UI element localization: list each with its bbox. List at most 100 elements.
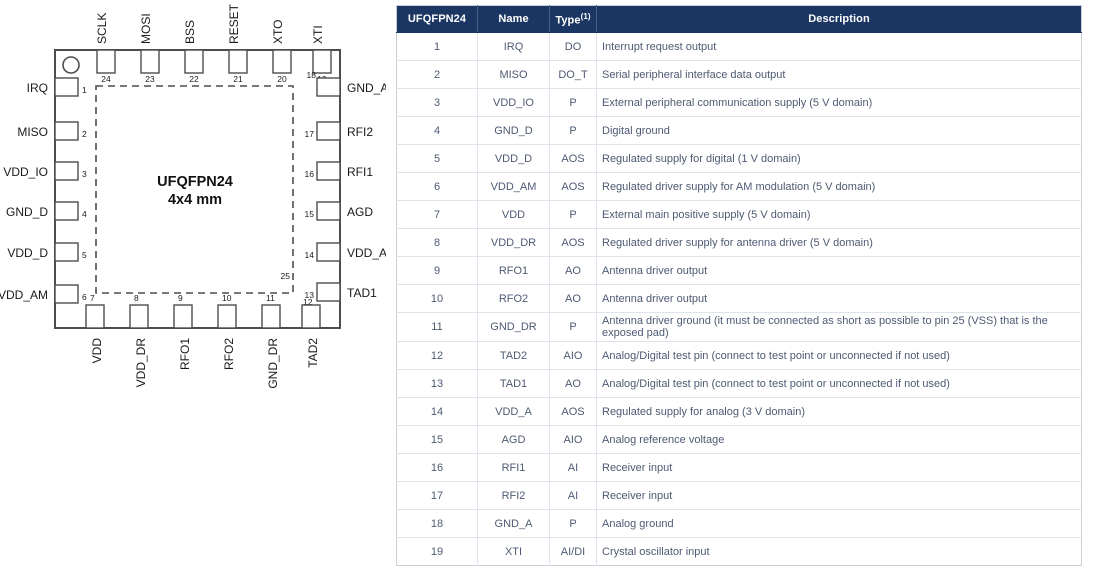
pin-number-17: 17	[305, 129, 315, 139]
pin-label-rfi1: RFI1	[347, 165, 373, 179]
cell-pin: 6	[396, 172, 478, 201]
cell-description: External peripheral communication supply…	[596, 88, 1082, 117]
cell-description: Crystal oscillator input	[602, 545, 710, 558]
cell-type: AOS	[549, 172, 597, 201]
cell-type: P	[549, 200, 597, 229]
right-pin-group: 13 TAD1 14 VDD_A 15 AGD 16 RFI1 17 RFI2 …	[305, 70, 386, 302]
column-header-type: Type(1)	[549, 5, 597, 33]
column-header-pin: UFQFPN24	[396, 5, 478, 33]
pin-label-tad2: TAD2	[306, 338, 320, 368]
column-header-description: Description	[596, 5, 1082, 33]
cell-type: P	[549, 88, 597, 117]
cell-description: Antenna driver output	[596, 256, 1082, 285]
pin-number-7: 7	[90, 293, 95, 303]
pin-label-miso: MISO	[17, 125, 48, 139]
cell-type: DO	[549, 32, 597, 61]
cell-pin: 7	[396, 200, 478, 229]
pin-pad-14	[316, 242, 341, 262]
cell-description: Analog ground	[596, 509, 1082, 538]
cell-type: AOS	[549, 228, 597, 257]
cell-pin: 4	[396, 116, 478, 145]
cell-pin: 2	[396, 60, 478, 89]
cell-description: Regulated driver supply for antenna driv…	[596, 228, 1082, 257]
pin-number-20: 20	[277, 74, 287, 84]
cell-description: Analog reference voltage	[596, 425, 1082, 454]
pin-number-2: 2	[82, 129, 87, 139]
table-header: UFQFPN24 Name Type(1) Description	[396, 5, 1082, 33]
pin-pad-22	[184, 49, 204, 74]
cell-description: Serial peripheral interface data output	[596, 60, 1082, 89]
cell-name: TAD1	[477, 369, 550, 398]
pin-pad-3	[54, 161, 79, 181]
cell-pin: 18	[396, 509, 478, 538]
cell-description: External main positive supply (5 V domai…	[596, 200, 1082, 229]
pin-label-xti: XTI	[311, 25, 325, 44]
cell-type: AO	[549, 369, 597, 398]
cell-pin: 17	[396, 481, 478, 510]
cell-pin: 1	[396, 32, 478, 61]
column-header-name: Name	[477, 5, 550, 33]
cell-pin: 11	[396, 312, 478, 342]
cell-name: VDD_IO	[477, 88, 550, 117]
pin-number-21: 21	[233, 74, 243, 84]
cell-type: AIO	[549, 341, 597, 370]
pin-number-13: 13	[305, 290, 315, 300]
pin-pad-9	[173, 304, 193, 329]
pin-pad-2	[54, 121, 79, 141]
pin-number-14: 14	[305, 250, 315, 260]
cell-name: VDD	[477, 200, 550, 229]
pin-pad-4	[54, 201, 79, 221]
column-header-type-text: Type	[555, 14, 581, 27]
pin-label-reset: RESET	[227, 3, 241, 44]
cell-name: RFI1	[477, 453, 550, 482]
pin-label-gnd-d: GND_D	[6, 205, 48, 219]
package-diagram: 25 UFQFPN24 4x4 mm 24 SCLK 23 MOSI 22 BS…	[0, 0, 386, 515]
cell-name: GND_D	[477, 116, 550, 145]
pin-pad-16	[316, 161, 341, 181]
pin-label-bss: BSS	[183, 20, 197, 44]
cell-name: VDD_A	[477, 397, 550, 426]
pin-label-vdd-dr: VDD_DR	[134, 338, 148, 388]
pin-label-rfo1: RFO1	[178, 338, 192, 370]
cell-type: P	[549, 116, 597, 145]
pin-number-16: 16	[305, 169, 315, 179]
cell-type: AIO	[549, 425, 597, 454]
cell-description: Receiver input	[596, 481, 1082, 510]
cell-description: Regulated driver supply for AM modulatio…	[596, 172, 1082, 201]
cell-pin: 10	[396, 284, 478, 313]
pin-number-23: 23	[145, 74, 155, 84]
cell-type: DO_T	[549, 60, 597, 89]
pin-pad-11	[261, 304, 281, 329]
table-header-row: UFQFPN24 Name Type(1) Description	[396, 5, 1082, 33]
pin-pad-13	[316, 282, 341, 302]
cell-pin: 16	[396, 453, 478, 482]
left-pin-group: 1 IRQ 2 MISO 3 VDD_IO 4 GND_D 5 VDD_D 6 …	[0, 77, 87, 304]
pin-number-18: 18	[307, 70, 317, 80]
pin-number-12: 12	[303, 297, 313, 307]
pin-pad-24	[96, 49, 116, 74]
pin-label-agd: AGD	[347, 205, 373, 219]
cell-pin: 14	[396, 397, 478, 426]
pin-label-vdd-d: VDD_D	[7, 246, 48, 260]
pin-number-24: 24	[101, 74, 111, 84]
pin-number-9: 9	[178, 293, 183, 303]
pin-number-3: 3	[82, 169, 87, 179]
pin-label-xto: XTO	[271, 20, 285, 44]
pin-label-sclk: SCLK	[95, 13, 109, 44]
cell-description: Digital ground	[596, 116, 1082, 145]
pin-label-vdd: VDD	[90, 338, 104, 364]
pin-pad-6	[54, 284, 79, 304]
pin-pad-5	[54, 242, 79, 262]
